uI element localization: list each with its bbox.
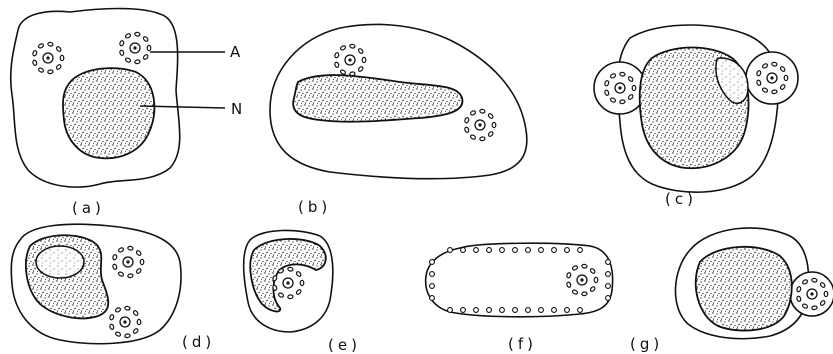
vesicle xyxy=(487,308,492,313)
label-a: A xyxy=(230,43,241,61)
vesicle xyxy=(606,272,611,277)
vesicle xyxy=(552,248,557,253)
nucleolus-d xyxy=(36,246,84,278)
caption-e: (e) xyxy=(328,336,361,354)
caption-c: (c) xyxy=(665,190,697,208)
panel-g: (g) xyxy=(630,228,833,353)
vesicle xyxy=(526,308,531,313)
vesicle xyxy=(461,308,466,313)
caption-d: (d) xyxy=(182,333,215,351)
vesicle xyxy=(513,308,518,313)
caption-a: (a) xyxy=(72,199,105,217)
vesicle xyxy=(539,308,544,313)
caption-b: (b) xyxy=(298,198,331,216)
vesicle xyxy=(448,308,453,313)
vesicle xyxy=(500,308,505,313)
panel-d: (d) xyxy=(11,224,215,351)
vesicle xyxy=(552,308,557,313)
vesicle xyxy=(474,248,479,253)
vesicle xyxy=(500,248,505,253)
panel-f: (f) xyxy=(426,243,613,353)
vesicle xyxy=(606,284,611,289)
nucleus-g xyxy=(696,247,792,331)
vesicle xyxy=(487,248,492,253)
vesicle xyxy=(578,308,583,313)
vesicle xyxy=(606,260,611,265)
vesicle xyxy=(430,296,435,301)
vesicle xyxy=(565,248,570,253)
vesicle xyxy=(430,284,435,289)
vesicle xyxy=(513,248,518,253)
caption-f: (f) xyxy=(508,335,537,353)
panel-a: A N (a) xyxy=(11,9,243,218)
vesicle xyxy=(430,272,435,277)
panel-c: (c) xyxy=(594,25,798,208)
vesicle xyxy=(526,248,531,253)
caption-g: (g) xyxy=(630,335,663,353)
vesicle xyxy=(539,248,544,253)
vesicle xyxy=(448,248,453,253)
vesicle xyxy=(474,308,479,313)
vesicle xyxy=(565,308,570,313)
panel-e: (e) xyxy=(244,230,361,354)
panel-b: (b) xyxy=(270,24,527,216)
vesicle xyxy=(430,260,435,265)
vesicle xyxy=(578,248,583,253)
nucleus-a xyxy=(63,68,154,158)
vesicle xyxy=(461,248,466,253)
label-n: N xyxy=(231,100,242,118)
vesicle xyxy=(606,296,611,301)
